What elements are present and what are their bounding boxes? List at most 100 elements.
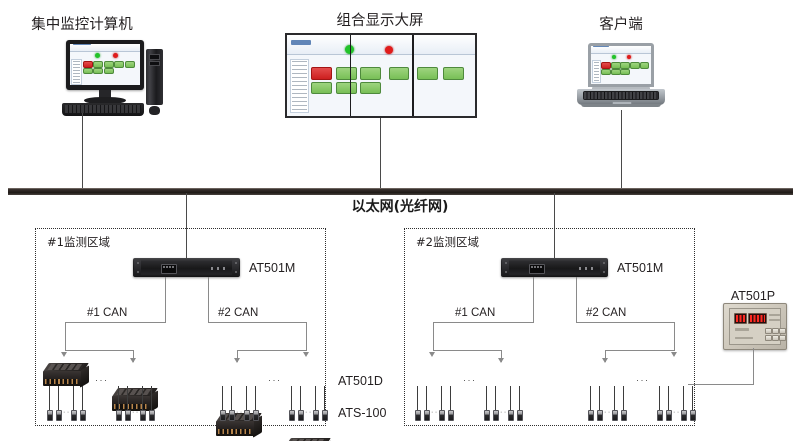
at501p-display-panel <box>723 303 787 350</box>
monitoring-app-ui <box>70 44 140 85</box>
zone1-can1-label: #1 CAN <box>87 307 128 319</box>
zone2-can2-ellipsis: ··· <box>636 375 650 385</box>
rack-display <box>528 264 545 274</box>
zone2-can1-drop-left <box>433 322 435 351</box>
wall-node-ok <box>443 67 464 80</box>
app-logo <box>72 44 91 45</box>
zone1-can1-ellipsis: ··· <box>95 375 109 385</box>
desktop-keyboard <box>62 103 144 116</box>
zone1-can1-bus <box>65 322 166 324</box>
zone1-can2-drop-left <box>237 350 239 362</box>
app-titlebar <box>70 44 140 53</box>
zone1-can1-arrow-a <box>61 352 67 357</box>
panel-keypad-button[interactable] <box>772 328 779 334</box>
laptop-front-edge <box>581 104 661 107</box>
video-wall-screen <box>287 35 475 116</box>
client-node-ok <box>630 61 640 69</box>
wall-device-list <box>289 59 309 114</box>
panel-keypad-button[interactable] <box>772 335 779 341</box>
zone1-at501d-module <box>43 363 89 388</box>
zone1-sensor-group: ··· <box>43 386 89 426</box>
module-connectors <box>218 428 252 434</box>
rack-mount-ear <box>600 260 607 275</box>
module-connectors <box>45 378 79 384</box>
zone2-can1-ellipsis: ··· <box>463 375 477 385</box>
panel-keypad-button[interactable] <box>765 328 772 334</box>
zone2-sensor-group: ··· <box>584 386 630 426</box>
panel-keypad-button[interactable] <box>765 335 772 341</box>
at501p-label: AT501P <box>730 289 776 303</box>
zone1-can2-label: #2 CAN <box>218 307 259 319</box>
zone1-can2-trunk <box>208 277 210 323</box>
node-ok <box>93 67 104 75</box>
module-front <box>216 420 254 436</box>
client-app-ui <box>591 46 651 84</box>
zone2-can2-bus <box>576 322 675 324</box>
panel-label-text <box>735 337 753 339</box>
module-side <box>79 365 89 388</box>
wall-node-ok <box>416 67 438 80</box>
ethernet-backbone-bus <box>8 188 793 195</box>
laptop-keyboard <box>583 91 659 101</box>
client-app-titlebar <box>591 46 651 54</box>
monitoring-zone-1-label: #1监测区域 <box>47 235 110 249</box>
caption-combined-large-display: 组合显示大屏 <box>336 13 424 29</box>
wall-node-ok <box>311 81 333 95</box>
wall-status-ok <box>345 44 355 54</box>
ethernet-bus-label: 以太网(光纤网) <box>351 199 449 215</box>
panel-indicator-text <box>769 319 780 321</box>
wall-panel-seam <box>412 35 414 116</box>
zone2-can1-label: #1 CAN <box>455 307 496 319</box>
zone2-can1-branch <box>433 350 501 352</box>
desktop-tower <box>146 49 163 105</box>
rack-mount-ear <box>502 260 509 275</box>
node-alarm <box>82 61 93 68</box>
zone1-can1-drop-left <box>65 322 67 351</box>
zone1-can2-bus <box>208 322 307 324</box>
central-monitoring-computer <box>18 40 163 116</box>
ats100-legend-label: ATS-100 <box>338 406 387 420</box>
client-laptop <box>572 43 670 110</box>
zone2-can1-drop-right <box>501 350 503 362</box>
desktop-mouse <box>149 106 160 115</box>
caption-client-terminal: 客户端 <box>599 17 643 33</box>
zone2-can1-arrow-a <box>429 352 435 357</box>
combined-large-display <box>285 33 477 118</box>
zone2-can2-drop-left <box>605 350 607 362</box>
monitor-stand-neck <box>99 90 111 99</box>
app-device-list <box>71 58 83 85</box>
wall-node-ok <box>360 67 382 80</box>
zone2-can2-trunk <box>576 277 578 323</box>
wall-app-logo <box>290 40 312 46</box>
wall-node-alarm <box>311 67 333 80</box>
zone2-can1-trunk <box>533 277 535 323</box>
wall-node-ok <box>360 81 382 95</box>
zone2-can1-arrow-b <box>498 358 504 363</box>
zone2-can1-bus <box>433 322 534 324</box>
laptop-screen <box>591 46 651 84</box>
rack-display <box>160 264 177 274</box>
link-at501p-horizontal <box>688 384 754 386</box>
panel-keypad-button[interactable] <box>779 328 786 334</box>
client-app-logo <box>593 46 609 47</box>
panel-keypad-button[interactable] <box>779 335 786 341</box>
client-node-alarm <box>601 61 611 69</box>
node-ok <box>124 61 135 68</box>
link-computer-to-ethernet <box>82 113 84 190</box>
node-ok <box>103 67 114 75</box>
zone1-sensor-group: ··· <box>285 386 331 426</box>
zone2-can2-drop-right <box>674 322 676 351</box>
caption-central-monitoring-computer: 集中监控计算机 <box>31 17 133 33</box>
zone2-can2-arrow-b <box>671 352 677 357</box>
zone1-at501m-label: AT501M <box>249 261 296 275</box>
monitor-screen <box>70 44 140 85</box>
at501d-legend-label: AT501D <box>338 374 383 388</box>
link-client-to-ethernet <box>621 110 623 190</box>
zone1-at501d-module <box>112 388 158 413</box>
monitor-stand-base <box>84 97 126 104</box>
monitoring-zone-2-label: #2监测区域 <box>416 235 479 249</box>
zone2-at501m-label: AT501M <box>617 261 664 275</box>
zone1-at501m-controller <box>133 258 240 277</box>
tower-drive-bay <box>149 61 160 66</box>
